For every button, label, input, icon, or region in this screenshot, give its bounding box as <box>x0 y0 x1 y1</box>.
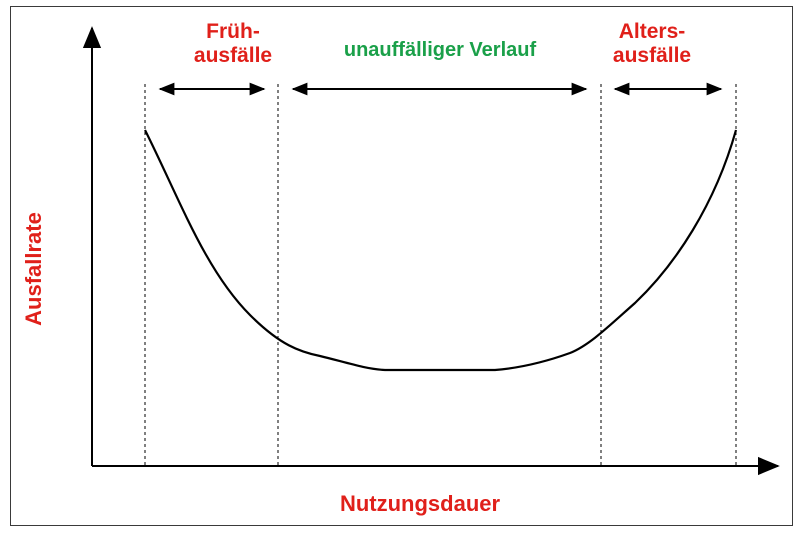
y-axis-label: Ausfallrate <box>21 212 46 326</box>
wearout-failures-label-line2: ausfälle <box>612 44 692 67</box>
normal-phase-label: unauffälliger Verlauf <box>343 39 537 61</box>
diagram-frame <box>10 6 793 526</box>
early-failures-label-line2: ausfälle <box>193 44 273 67</box>
early-failures-label-line1: Früh- <box>206 20 260 43</box>
early-failures-label: Früh- ausfälle <box>178 20 288 68</box>
wearout-failures-label-line1: Alters- <box>618 20 686 43</box>
x-axis-label: Nutzungsdauer <box>339 491 501 516</box>
failure-rate-curve <box>144 129 738 372</box>
wearout-failures-label: Alters- ausfälle <box>597 20 707 68</box>
